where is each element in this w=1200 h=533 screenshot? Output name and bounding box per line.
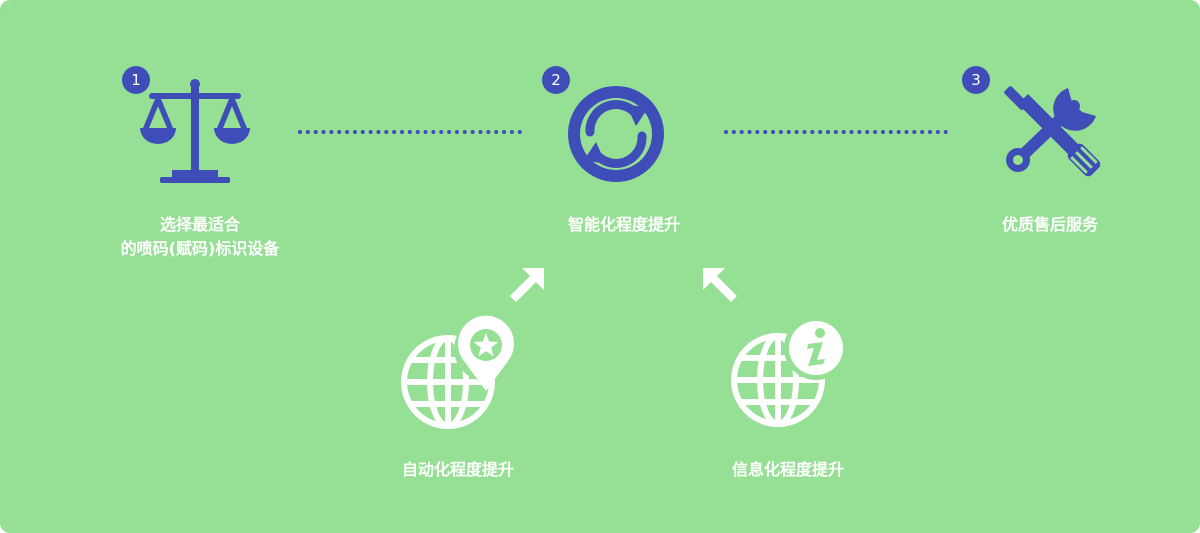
sub-item-label: 信息化程度提升 (731, 460, 844, 479)
step-label-line: 优质售后服务 (1001, 215, 1098, 234)
connector-dots (298, 130, 522, 134)
arrow-up-left-icon (703, 268, 739, 304)
scale-icon (140, 78, 250, 188)
step-label-line: 选择最适合 (159, 215, 240, 234)
step-number-badge: 3 (962, 66, 990, 94)
step-label-line: 的喷码(赋码)标识设备 (120, 239, 280, 258)
globe-info-icon (730, 318, 850, 428)
step-number-badge: 1 (122, 66, 150, 94)
arrow-up-right-icon (508, 268, 544, 304)
sub-item-label: 自动化程度提升 (401, 460, 514, 479)
step-label-line: 智能化程度提升 (567, 215, 680, 234)
refresh-icon (566, 84, 666, 184)
step-label: 选择最适合 的喷码(赋码)标识设备 (80, 213, 320, 261)
step-label: 智能化程度提升 (504, 213, 744, 237)
step-label: 优质售后服务 (930, 213, 1170, 237)
step-number-badge: 2 (542, 66, 570, 94)
tools-icon (998, 78, 1104, 182)
globe-star-pin-icon (400, 315, 520, 430)
connector-dots (724, 130, 948, 134)
